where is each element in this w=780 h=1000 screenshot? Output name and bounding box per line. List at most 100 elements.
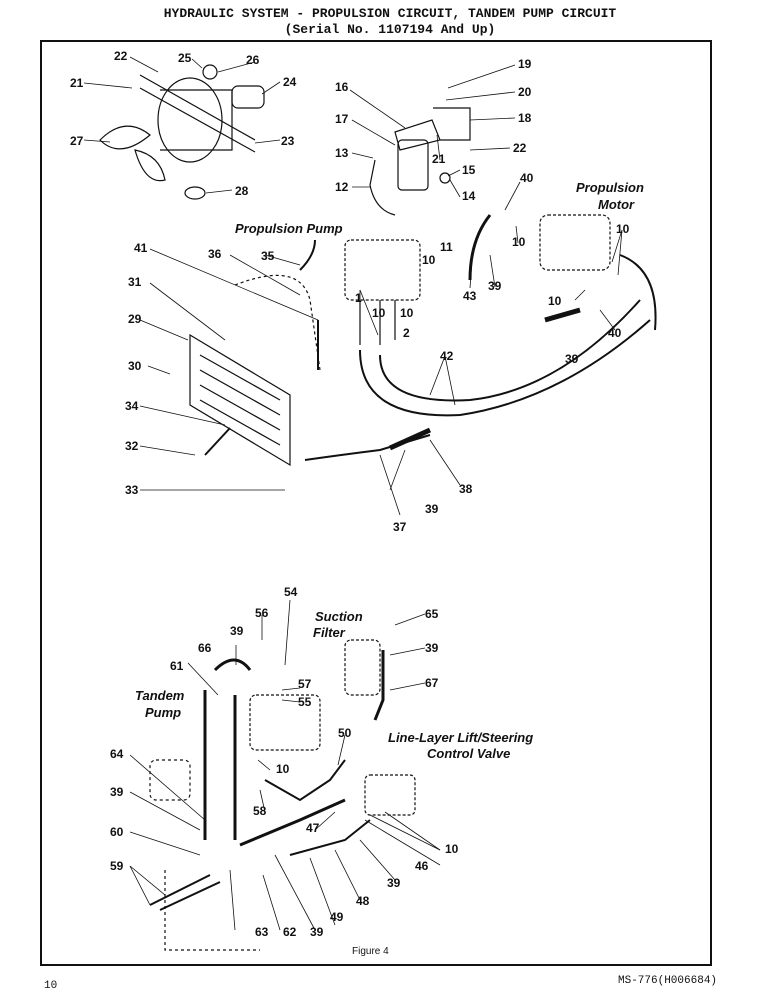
callout: 23	[281, 134, 295, 148]
callout: 2	[403, 326, 410, 340]
callout: 14	[462, 189, 476, 203]
callout: 32	[125, 439, 139, 453]
hose-37	[304, 434, 431, 461]
callout: 50	[338, 726, 352, 740]
reservoir-outline	[234, 274, 321, 371]
callout: 47	[306, 821, 320, 835]
callout: 40	[608, 326, 622, 340]
document-id: MS-776(H006684)	[618, 975, 718, 987]
label-motor: Motor	[598, 197, 635, 212]
callout: 49	[330, 910, 344, 924]
hose-66	[213, 658, 252, 672]
callout: 17	[335, 112, 349, 126]
callout: 55	[298, 695, 312, 709]
label-pump: Pump	[145, 705, 181, 720]
sleeve-38	[388, 427, 432, 451]
leader-lines	[83, 56, 623, 931]
callout: 48	[356, 894, 370, 908]
figure-frame	[40, 40, 712, 966]
callout: 42	[440, 349, 454, 363]
page-number: 10	[44, 980, 58, 992]
propulsion-pump	[344, 239, 421, 301]
propulsion-motor	[539, 214, 611, 271]
fan-motor	[231, 85, 265, 109]
hose-12	[369, 159, 396, 216]
callout: 57	[298, 677, 312, 691]
callout: 62	[283, 925, 297, 939]
sleeve-39	[544, 307, 581, 323]
label-control-valve: Control Valve	[427, 746, 510, 761]
callout: 1	[355, 291, 362, 305]
callout: 10	[445, 842, 459, 856]
shroud-frame	[160, 89, 233, 151]
callout: 39	[387, 876, 401, 890]
hose-49	[239, 798, 346, 847]
callout: 63	[255, 925, 269, 939]
oil-cooler	[189, 333, 291, 467]
callout: 58	[253, 804, 267, 818]
clamp	[202, 64, 218, 80]
callout: 10	[400, 306, 414, 320]
callout: 30	[128, 359, 142, 373]
fan-blade	[99, 125, 151, 150]
hose-48	[289, 819, 371, 856]
return-filter	[397, 139, 429, 191]
callout: 40	[520, 171, 534, 185]
callout: 20	[518, 85, 532, 99]
callout: 22	[114, 49, 128, 63]
label-suction: Suction	[315, 609, 363, 624]
callout: 11	[440, 240, 453, 254]
callout: 12	[335, 180, 349, 194]
shroud-bracket	[139, 74, 256, 141]
callout: 24	[283, 75, 297, 89]
callout: 43	[463, 289, 477, 303]
callouts: 22 21 25 26 24 27 23 28 16 17 13 12 19 2…	[70, 49, 630, 939]
label-tandem: Tandem	[135, 688, 185, 703]
hose-42b	[379, 299, 641, 402]
hose-42a	[359, 319, 651, 417]
callout: 41	[134, 241, 148, 255]
callout: 22	[513, 141, 527, 155]
tank-outline	[164, 870, 260, 951]
callout: 35	[261, 249, 275, 263]
callout: 39	[425, 641, 439, 655]
label-propulsion-pump: Propulsion Pump	[235, 221, 343, 236]
callout: 59	[110, 859, 124, 873]
label-propulsion: Propulsion	[576, 180, 644, 195]
callout: 21	[70, 76, 84, 90]
callout: 67	[425, 676, 439, 690]
callout: 66	[198, 641, 212, 655]
callout: 10	[616, 222, 630, 236]
callout: 31	[128, 275, 142, 289]
callout: 39	[488, 279, 502, 293]
callout: 10	[276, 762, 290, 776]
callout: 39	[110, 785, 124, 799]
fan-shroud	[157, 77, 223, 163]
callout: 33	[125, 483, 139, 497]
callout: 34	[125, 399, 139, 413]
page-title: HYDRAULIC SYSTEM - PROPULSION CIRCUIT, T…	[163, 6, 617, 21]
callout: 46	[415, 859, 429, 873]
callout: 13	[335, 146, 349, 160]
hose-34	[204, 427, 231, 456]
callout: 19	[518, 57, 532, 71]
label-line-layer: Line-Layer Lift/Steering	[388, 730, 533, 745]
callout: 39	[310, 925, 324, 939]
callout: 10	[422, 253, 436, 267]
callout: 38	[459, 482, 473, 496]
label-filter: Filter	[313, 625, 346, 640]
hose-50	[264, 759, 346, 802]
callout: 16	[335, 80, 349, 94]
filter-bracket	[433, 107, 471, 141]
callout: 18	[518, 111, 532, 125]
callout: 28	[235, 184, 249, 198]
page-subtitle: (Serial No. 1107194 And Up)	[284, 22, 496, 37]
hose-35	[299, 239, 316, 271]
callout: 15	[462, 163, 476, 177]
callout: 26	[246, 53, 260, 67]
hose-43	[468, 214, 492, 281]
callout: 54	[284, 585, 298, 599]
callout: 10	[512, 235, 526, 249]
line-art	[99, 64, 657, 951]
